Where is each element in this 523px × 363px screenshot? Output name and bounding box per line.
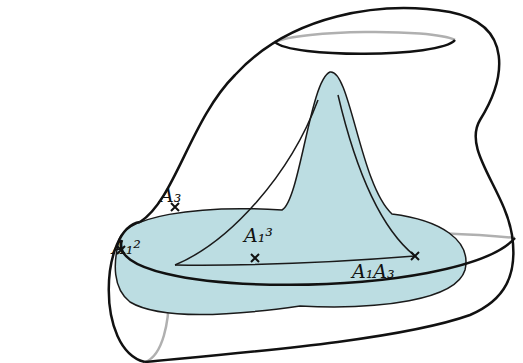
point-label: A₁³ — [244, 226, 273, 245]
point-label: A₁² — [112, 238, 141, 257]
point-label: A₁A₃ — [352, 262, 395, 281]
point-label: A₃ — [160, 186, 181, 205]
